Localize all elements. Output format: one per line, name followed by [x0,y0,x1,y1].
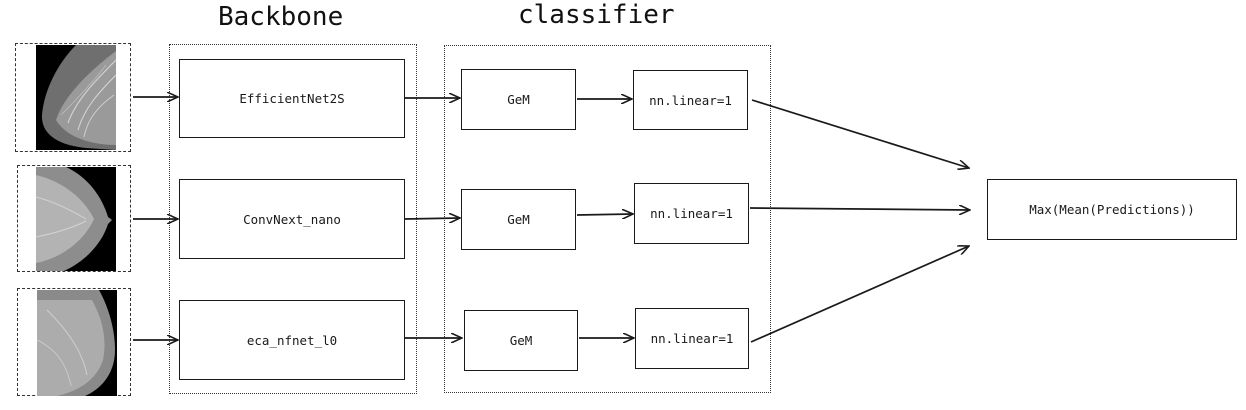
mammogram-mlo-icon [36,45,116,150]
linear-box-2: nn.linear=1 [634,183,749,244]
arrow-linear3-output [750,246,969,343]
backbone-box-2: ConvNext_nano [179,179,405,259]
arrow-linear1-output [751,99,969,168]
linear-box-1: nn.linear=1 [633,70,748,130]
gem-box-2: GeM [461,189,576,250]
input-image-3 [17,288,131,396]
arrow-linear2-output [749,208,970,210]
classifier-title: classifier [518,0,675,30]
gem-box-3: GeM [464,310,578,371]
output-box: Max(Mean(Predictions)) [987,179,1237,240]
arrow-backbone2-gem [404,218,460,219]
arrow-gem2-linear [576,214,633,215]
mammogram-cc-icon [36,167,116,271]
backbone-box-3: eca_nfnet_l0 [179,300,405,380]
mammogram-mlo-icon-2 [37,290,117,396]
backbone-title: Backbone [218,2,344,32]
input-image-1 [15,43,131,152]
gem-box-1: GeM [461,69,576,130]
backbone-box-1: EfficientNet2S [179,59,405,138]
linear-box-3: nn.linear=1 [635,308,749,369]
input-image-2 [17,165,131,272]
